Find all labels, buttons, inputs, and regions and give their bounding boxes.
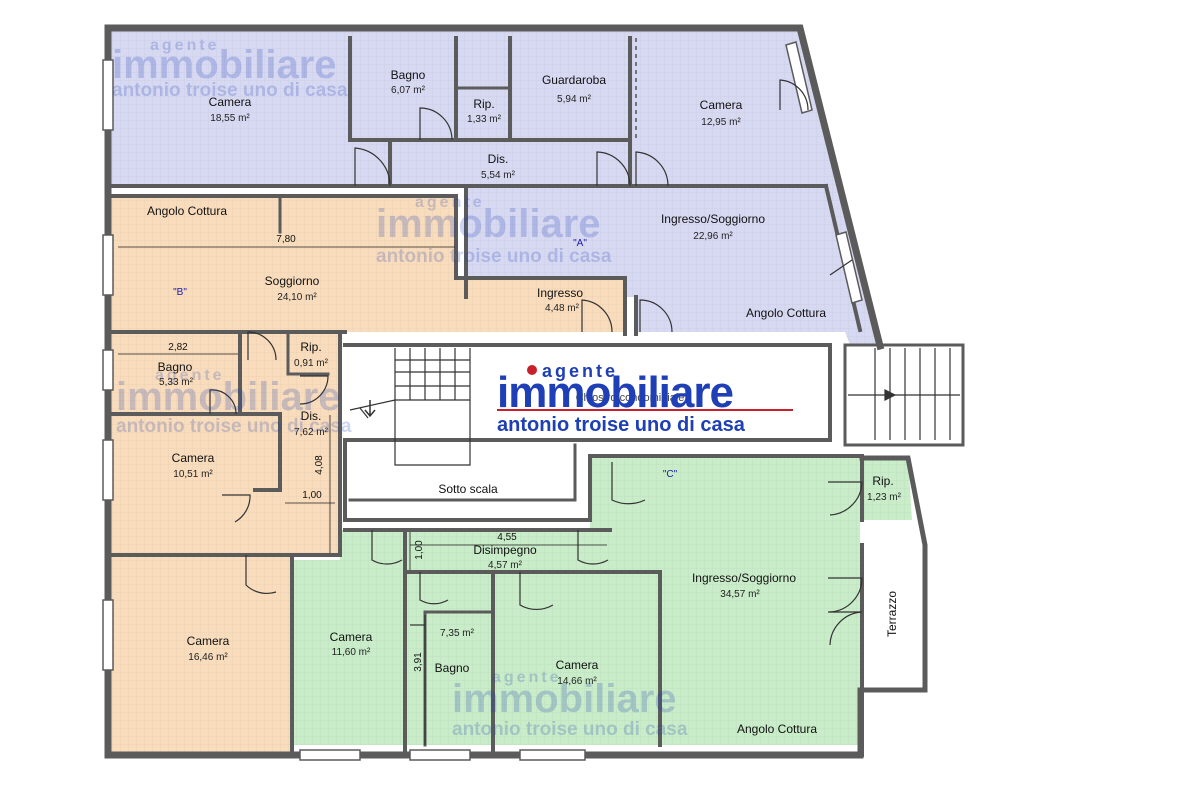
unit-b-tag: "B" (173, 287, 187, 298)
unit-c-area (292, 456, 912, 745)
brand-logo-top: agente (542, 361, 618, 381)
room-c-rip-area: 1,23 m² (867, 492, 902, 503)
room-a-rip-name: Rip. (473, 97, 494, 111)
dim-4-55: 4,55 (497, 532, 517, 543)
dim-4-08: 4,08 (314, 455, 325, 475)
svg-text:antonio troise uno di casa: antonio troise uno di casa (376, 246, 612, 267)
room-a-dis-name: Dis. (488, 152, 509, 166)
watermark-1: agente immobiliare antonio troise uno di… (112, 37, 348, 101)
room-c-rip-name: Rip. (872, 474, 893, 488)
room-b-camera-2-name: Camera (187, 634, 230, 648)
walls (104, 24, 965, 759)
watermark-2: agente immobiliare antonio troise uno di… (376, 194, 612, 267)
dim-1-00-a: 1,00 (302, 490, 322, 501)
svg-text:immobiliare: immobiliare (376, 202, 601, 246)
watermark-4: agente immobiliare antonio troise uno di… (452, 669, 688, 740)
room-a-cottura-name: Angolo Cottura (746, 306, 826, 320)
room-b-soggiorno-name: Soggiorno (265, 274, 320, 288)
doors (209, 38, 863, 646)
room-a-bagno-area: 6,07 m² (391, 85, 426, 96)
unit-a-tag: "A" (573, 238, 587, 249)
svg-text:agente: agente (150, 37, 220, 54)
brand-logo: Chiostro condominiale agente immobiliare… (496, 355, 796, 436)
room-c-disimpegno-area: 4,57 m² (488, 560, 523, 571)
brand-logo-dot (527, 365, 537, 375)
room-sotto-scala-name: Sotto scala (438, 482, 498, 496)
windows (102, 41, 863, 761)
room-c-camera-1-name: Camera (330, 630, 373, 644)
svg-text:agente: agente (492, 669, 562, 686)
svg-text:immobiliare: immobiliare (116, 375, 341, 419)
room-c-camera-2-area: 14,66 m² (557, 676, 597, 687)
brand-logo-main: immobiliare (497, 368, 733, 417)
room-c-cottura-name: Angolo Cottura (737, 722, 817, 736)
room-b-bagno-name: Bagno (158, 360, 193, 374)
room-b-cottura-name: Angolo Cottura (147, 204, 227, 218)
room-a-soggiorno-area: 22,96 m² (693, 231, 733, 242)
room-a-dis-area: 5,54 m² (481, 170, 516, 181)
svg-text:antonio troise uno di casa: antonio troise uno di casa (452, 719, 688, 740)
room-b-dis-name: Dis. (301, 409, 322, 423)
room-a-camera-1-area: 18,55 m² (210, 113, 250, 124)
room-b-dis-area: 7,62 m² (294, 427, 329, 438)
room-a-bagno-name: Bagno (391, 68, 426, 82)
brand-logo-tagline: antonio troise uno di casa (497, 414, 746, 436)
room-c-terrazzo-name: Terrazzo (885, 591, 899, 637)
room-b-bagno-area: 5,33 m² (159, 377, 194, 388)
svg-text:antonio troise uno di casa: antonio troise uno di casa (116, 416, 352, 437)
room-c-soggiorno-name: Ingresso/Soggiorno (692, 571, 796, 585)
svg-text:antonio troise uno di casa: antonio troise uno di casa (112, 80, 348, 101)
watermark-3: agente immobiliare antonio troise uno di… (116, 367, 352, 437)
watermarks: agente immobiliare antonio troise uno di… (112, 37, 688, 740)
room-a-camera-2-name: Camera (700, 98, 743, 112)
room-c-camera-1-area: 11,60 m² (332, 647, 371, 658)
dimension-labels: 7,80 2,82 4,08 1,00 4,55 1,00 3,91 (168, 234, 517, 672)
room-a-guardaroba-name: Guardaroba (542, 73, 606, 87)
dim-2-82: 2,82 (168, 342, 188, 353)
room-c-bagno-name: Bagno (435, 661, 470, 675)
dim-1-00-b: 1,00 (414, 540, 425, 560)
room-b-ingresso-name: Ingresso (537, 286, 583, 300)
room-a-camera-1-name: Camera (209, 95, 252, 109)
dim-3-91: 3,91 (413, 652, 424, 672)
stairs (349, 348, 960, 466)
svg-text:agente: agente (155, 367, 225, 384)
svg-text:immobiliare: immobiliare (452, 677, 677, 721)
room-b-soggiorno-area: 24,10 m² (277, 292, 317, 303)
room-b-camera-2-area: 16,46 m² (188, 652, 228, 663)
room-a-soggiorno-name: Ingresso/Soggiorno (661, 212, 765, 226)
room-a-rip-area: 1,33 m² (467, 114, 502, 125)
room-b-camera-1-name: Camera (172, 451, 215, 465)
room-b-rip-area: 0,91 m² (294, 358, 329, 369)
room-a-camera-2-area: 12,95 m² (701, 117, 741, 128)
dim-7-80: 7,80 (276, 234, 296, 245)
room-labels: Camera 18,55 m² Bagno 6,07 m² Rip. 1,33 … (147, 68, 902, 736)
unit-c-tag: "C" (663, 469, 678, 480)
room-androne-name: Chiostro condominiale (576, 392, 685, 404)
room-b-rip-name: Rip. (300, 340, 321, 354)
dimension-lines (118, 246, 607, 745)
room-c-soggiorno-area: 34,57 m² (720, 589, 760, 600)
room-c-bagno-area: 7,35 m² (440, 628, 475, 639)
svg-text:agente: agente (415, 194, 485, 211)
room-a-guardaroba-area: 5,94 m² (557, 94, 592, 105)
svg-text:immobiliare: immobiliare (112, 43, 337, 87)
room-c-camera-2-name: Camera (556, 658, 599, 672)
room-b-ingresso-area: 4,48 m² (545, 303, 580, 314)
room-b-camera-1-area: 10,51 m² (173, 469, 213, 480)
room-c-disimpegno-name: Disimpegno (473, 543, 537, 557)
